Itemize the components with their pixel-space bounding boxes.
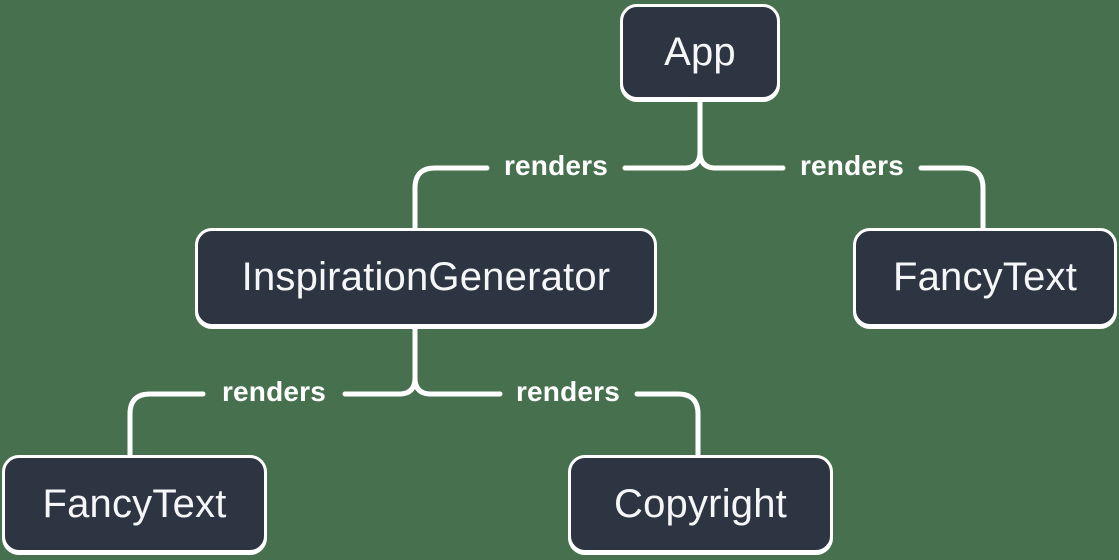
edge-label-inspiration-fancytext: renders [221,376,327,407]
edge-inspiration-copyright-corner [634,391,701,460]
node-fancy-text-top: FancyText [853,228,1117,327]
edge-app-fancytext-stem [697,95,786,171]
node-inspiration-generator: InspirationGenerator [195,228,657,327]
edge-inspiration-copyright-stem [412,322,503,397]
edge-app-inspiration-corner [412,165,490,233]
node-inspiration-generator-label: InspirationGenerator [241,255,611,299]
edge-label-inspiration-copyright: renders [515,376,621,407]
node-copyright-label: Copyright [614,481,787,526]
edge-app-fancytext-corner [918,165,986,233]
node-app: App [620,4,780,100]
node-fancy-text-bottom-label: FancyText [42,481,227,526]
edge-app-inspiration-stem [622,95,703,171]
edge-inspiration-fancytext-stem [342,322,418,397]
edge-inspiration-fancytext-corner [127,391,206,460]
node-fancy-text-top-label: FancyText [892,255,1078,299]
edge-label-app-inspiration: renders [503,150,609,181]
edge-label-app-fancytext: renders [799,150,905,181]
node-copyright: Copyright [568,455,833,553]
node-fancy-text-bottom: FancyText [2,455,267,553]
node-app-label: App [664,29,736,74]
